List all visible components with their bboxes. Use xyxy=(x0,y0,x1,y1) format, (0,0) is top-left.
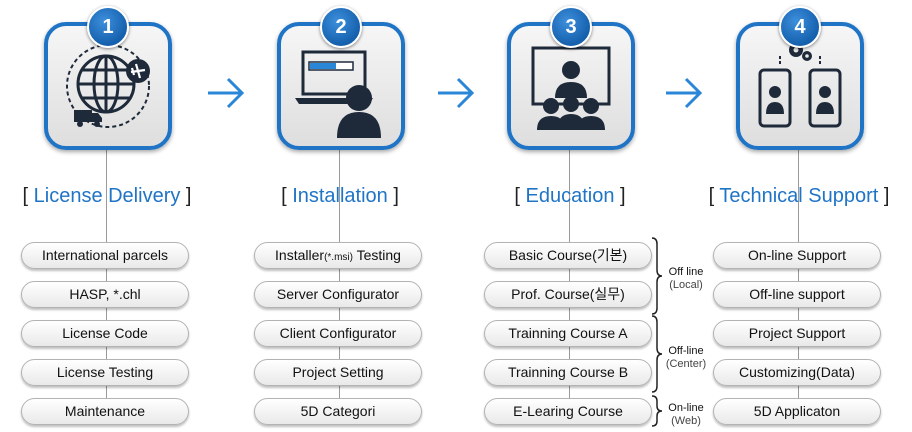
step-tile xyxy=(507,22,635,150)
step-title: [ Education ] xyxy=(514,185,626,207)
group-label: Off-line(Center) xyxy=(665,345,707,370)
arrow-right-icon xyxy=(666,77,703,109)
list-item: International parcels xyxy=(21,242,189,269)
list-item: 5D Categori xyxy=(254,398,422,425)
list-item: License Code xyxy=(21,320,189,347)
step-installation: 2 [ Installation ] Installer(*.msi) Test… xyxy=(240,0,440,432)
list-item: Basic Course(기본) xyxy=(484,242,652,269)
list-item: HASP, *.chl xyxy=(21,281,189,308)
presentation-audience-icon xyxy=(531,46,611,130)
list-item: Project Setting xyxy=(254,359,422,386)
step-title: [ Installation ] xyxy=(281,185,399,207)
list-item: Maintenance xyxy=(21,398,189,425)
group-brace xyxy=(651,395,663,427)
arrow-right-icon xyxy=(208,77,245,109)
group-brace xyxy=(651,315,663,393)
arrow-right-icon xyxy=(438,77,475,109)
list-item: On-line Support xyxy=(713,242,881,269)
step-technical-support: 4 [ Technical Support ] On-line Support … xyxy=(699,0,899,432)
group-label: On-line(Web) xyxy=(668,402,704,427)
list-item: Client Configurator xyxy=(254,320,422,347)
remote-support-phones-icon xyxy=(758,43,842,128)
list-item: Project Support xyxy=(713,320,881,347)
list-item: 5D Applicaton xyxy=(713,398,881,425)
group-brace xyxy=(651,237,663,315)
step-title: [ License Delivery ] xyxy=(22,185,192,207)
list-item: Off-line support xyxy=(713,281,881,308)
step-number-badge: 1 xyxy=(87,6,129,48)
step-license-delivery: 1 [ License Delivery ] International par… xyxy=(7,0,207,432)
list-item: Server Configurator xyxy=(254,281,422,308)
globe-logistics-icon xyxy=(66,44,150,128)
list-item: Customizing(Data) xyxy=(713,359,881,386)
group-label: Off line(Local) xyxy=(668,266,704,291)
installer-laptop-user-icon xyxy=(295,50,381,138)
step-number-badge: 3 xyxy=(550,6,592,48)
step-number-badge: 2 xyxy=(320,6,362,48)
step-title: [ Technical Support ] xyxy=(708,185,890,207)
list-item: Prof. Course(실무) xyxy=(484,281,652,308)
list-item: Installer(*.msi) Testing xyxy=(254,242,422,269)
list-item: E-Learing Course xyxy=(484,398,652,425)
list-item: Trainning Course B xyxy=(484,359,652,386)
step-number-badge: 4 xyxy=(779,6,821,48)
step-education: 3 [ Education ] Basic Course(기본) Prof. C… xyxy=(470,0,670,432)
list-item: License Testing xyxy=(21,359,189,386)
list-item: Trainning Course A xyxy=(484,320,652,347)
